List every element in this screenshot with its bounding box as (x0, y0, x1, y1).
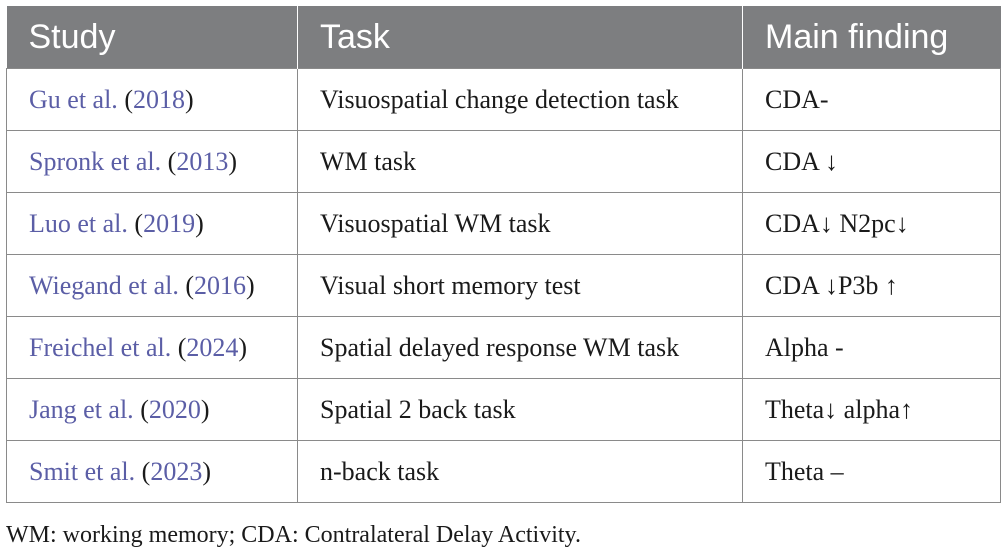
study-cell: Spronk et al. (2013) (6, 130, 298, 193)
study-cell: Wiegand et al. (2016) (6, 254, 298, 317)
study-author-link[interactable]: Freichel et al. (29, 332, 172, 362)
study-year-link[interactable]: 2024 (186, 332, 239, 362)
finding-cell: CDA ↓P3b ↑ (742, 254, 1001, 317)
task-cell: n-back task (297, 440, 743, 503)
study-year-link[interactable]: 2019 (143, 208, 196, 238)
study-year-link[interactable]: 2013 (176, 146, 229, 176)
task-cell: Visual short memory test (297, 254, 743, 317)
task-cell: Visuospatial WM task (297, 192, 743, 255)
study-author-link[interactable]: Smit et al. (29, 456, 136, 486)
study-cell: Luo et al. (2019) (6, 192, 298, 255)
study-author-link[interactable]: Luo et al. (29, 208, 128, 238)
finding-cell: Theta – (742, 440, 1001, 503)
finding-cell: CDA- (742, 68, 1001, 131)
study-year-link[interactable]: 2018 (132, 84, 185, 114)
finding-cell: Alpha - (742, 316, 1001, 379)
study-cell: Freichel et al. (2024) (6, 316, 298, 379)
finding-cell: CDA↓ N2pc↓ (742, 192, 1001, 255)
table-row: Freichel et al. (2024) Spatial delayed r… (6, 316, 1001, 379)
table-row: Spronk et al. (2013) WM task CDA ↓ (6, 130, 1001, 193)
studies-table: Study Task Main finding Gu et al. (2018)… (6, 6, 1001, 503)
study-cell: Jang et al. (2020) (6, 378, 298, 441)
table-row: Jang et al. (2020) Spatial 2 back task T… (6, 378, 1001, 441)
study-cell: Smit et al. (2023) (6, 440, 298, 503)
table-row: Luo et al. (2019) Visuospatial WM task C… (6, 192, 1001, 255)
study-year-link[interactable]: 2016 (194, 270, 247, 300)
finding-cell: Theta↓ alpha↑ (742, 378, 1001, 441)
study-author-link[interactable]: Jang et al. (29, 394, 134, 424)
study-author-link[interactable]: Gu et al. (29, 84, 118, 114)
finding-cell: CDA ↓ (742, 130, 1001, 193)
task-cell: Visuospatial change detection task (297, 68, 743, 131)
header-task: Task (297, 6, 743, 69)
study-year-link[interactable]: 2020 (148, 394, 201, 424)
table-footnote: WM: working memory; CDA: Contralateral D… (6, 522, 581, 548)
task-cell: Spatial 2 back task (297, 378, 743, 441)
study-author-link[interactable]: Spronk et al. (29, 146, 162, 176)
task-cell: WM task (297, 130, 743, 193)
header-main-finding: Main finding (742, 6, 1001, 69)
task-cell: Spatial delayed response WM task (297, 316, 743, 379)
study-year-link[interactable]: 2023 (150, 456, 203, 486)
table-row: Smit et al. (2023) n-back task Theta – (6, 440, 1001, 503)
table-header-row: Study Task Main finding (6, 6, 1001, 69)
header-study: Study (6, 6, 298, 69)
table-row: Wiegand et al. (2016) Visual short memor… (6, 254, 1001, 317)
table-row: Gu et al. (2018) Visuospatial change det… (6, 68, 1001, 131)
study-cell: Gu et al. (2018) (6, 68, 298, 131)
study-author-link[interactable]: Wiegand et al. (29, 270, 179, 300)
studies-table-container: Study Task Main finding Gu et al. (2018)… (6, 6, 1001, 503)
